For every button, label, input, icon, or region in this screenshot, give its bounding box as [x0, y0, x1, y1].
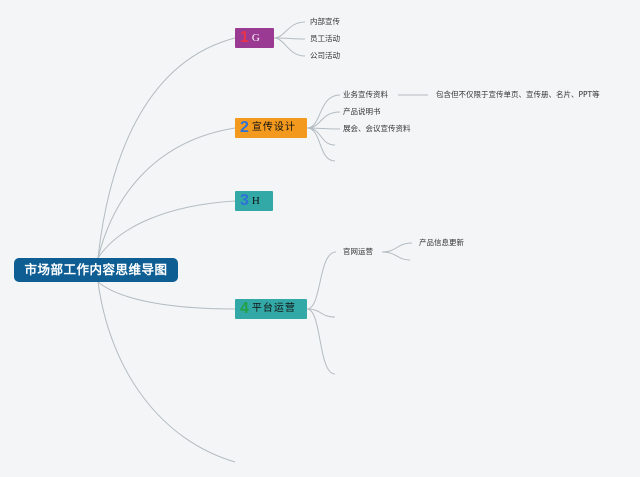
- leaf-b2-1[interactable]: 业务宣传资料: [343, 90, 388, 99]
- branch-number-4: 4: [240, 300, 249, 317]
- branch-label-4: 平台运营: [251, 303, 296, 314]
- connector-b1-c3: [273, 37, 306, 57]
- branch-node-2[interactable]: 2 宣传设计: [235, 118, 307, 138]
- branch-node-3[interactable]: 3 H: [235, 191, 273, 211]
- connector-b2-c1: [306, 94, 341, 129]
- root-node[interactable]: 市场部工作内容思维导图: [14, 258, 178, 282]
- leaf-b2-sub[interactable]: 包含但不仅限于宣传单页、宣传册、名片、PPT等: [436, 90, 600, 99]
- branch-number-1: 1: [240, 29, 249, 46]
- branch-node-4[interactable]: 4 平台运营: [235, 299, 307, 319]
- connector-b2-c4: [306, 127, 336, 146]
- connector-b1-c1: [273, 21, 306, 39]
- branch-node-1[interactable]: 1 G: [235, 28, 274, 48]
- connector-b1-c2: [273, 37, 306, 40]
- connector-root-branch-2: [97, 127, 236, 259]
- branch-label-3: H: [251, 195, 260, 207]
- connector-b2-c5: [306, 127, 336, 162]
- branch-label-1: G: [251, 32, 260, 44]
- leaf-b2-2[interactable]: 产品说明书: [343, 107, 381, 116]
- connector-root-empty: [97, 281, 236, 463]
- leaf-b4-sub[interactable]: 产品信息更新: [419, 238, 464, 247]
- leaf-b1-1[interactable]: 内部宣传: [310, 17, 340, 26]
- connector-b4-c3: [306, 308, 336, 375]
- connector-root-branch-4: [97, 281, 236, 310]
- leaf-b1-3[interactable]: 公司活动: [310, 51, 340, 60]
- connector-b4-c1: [306, 251, 337, 310]
- leaf-b2-3[interactable]: 展会、会议宣传资料: [343, 124, 411, 133]
- branch-number-3: 3: [240, 192, 249, 209]
- connector-b4-sub2: [381, 251, 411, 261]
- connector-root-branch-1: [97, 37, 236, 259]
- connector-b2-c2: [306, 111, 341, 129]
- branch-number-2: 2: [240, 119, 249, 136]
- connector-b4-c2: [306, 308, 336, 318]
- branch-label-2: 宣传设计: [251, 122, 296, 133]
- connector-root-branch-3: [97, 200, 236, 259]
- leaf-b1-2[interactable]: 员工活动: [310, 34, 340, 43]
- leaf-b4-1[interactable]: 官网运营: [343, 247, 373, 256]
- connector-b4-sub1: [381, 242, 413, 253]
